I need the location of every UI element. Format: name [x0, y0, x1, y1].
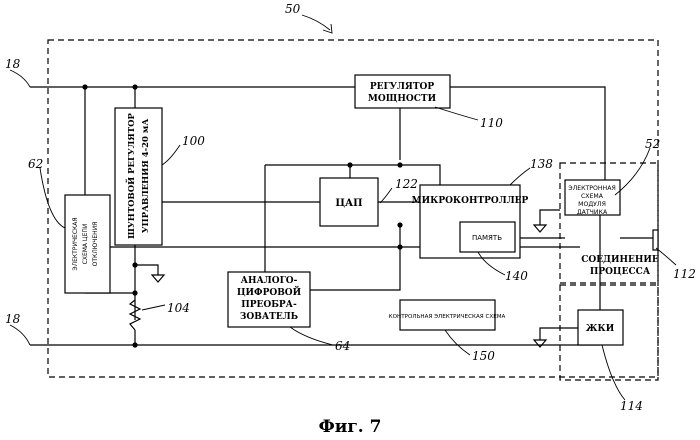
leader-50 [302, 15, 330, 30]
disconnect-label-1: ЭЛЕКТРИЧЕСКАЯ [72, 217, 79, 270]
loop-wire-bottom [10, 325, 600, 345]
shunt-regulator-label-2: УПРАВЛЕНИЯ 4-20 мА [141, 119, 151, 234]
junction [397, 162, 402, 167]
power-regulator-block: РЕГУЛЯТОР МОЩНОСТИ [355, 75, 450, 108]
junction [132, 84, 137, 89]
ground-2 [534, 225, 546, 232]
sensor-label-2: СХЕМА [581, 193, 604, 200]
power-regulator-label-2: МОЩНОСТИ [368, 94, 437, 104]
leader-112 [656, 248, 676, 265]
ref-114: 114 [620, 399, 643, 413]
ref-112: 112 [673, 267, 696, 281]
junction [397, 222, 402, 227]
junction [82, 84, 87, 89]
process-connection-label-2: ПРОЦЕССА [590, 267, 651, 277]
control-circuit-block: КОНТРОЛЬНАЯ ЭЛЕКТРИЧЕСКАЯ СХЕМА [389, 300, 506, 330]
ref-62: 62 [28, 157, 43, 171]
ref-50: 50 [285, 2, 301, 16]
sensor-label-4: ДАТЧИКА [577, 209, 608, 216]
ref-150: 150 [472, 349, 495, 363]
wire-lcd-left [540, 328, 578, 340]
microcontroller-label: МИКРОКОНТРОЛЛЕР [412, 196, 529, 206]
process-connection-label-1: СОЕДИНЕНИЕ [581, 255, 659, 265]
ref-52: 52 [645, 137, 660, 151]
junction [397, 244, 402, 249]
disconnect-circuit-block: ЭЛЕКТРИЧЕСКАЯ СХЕМА ЦЕПИ ОТКЛЮЧЕНИЯ [65, 195, 110, 293]
sensor-label-3: МОДУЛЯ [578, 201, 606, 208]
wire-ground1 [135, 265, 158, 275]
lcd-block: ЖКИ [578, 310, 623, 345]
wire-pr-right [450, 87, 605, 180]
leader-138 [510, 168, 530, 185]
ground-3 [534, 340, 546, 347]
ref-100: 100 [182, 134, 205, 148]
wire-mcu-adc [310, 225, 400, 290]
leader-62 [40, 168, 65, 228]
disconnect-label-2: СХЕМА ЦЕПИ [82, 224, 89, 265]
leader-150 [445, 330, 470, 355]
junction [132, 342, 137, 347]
wire-sensor-left [540, 210, 560, 225]
ref-122: 122 [395, 177, 418, 191]
ref-110: 110 [480, 116, 503, 130]
adc-label-4: ЗОВАТЕЛЬ [240, 312, 298, 322]
leader-64 [290, 327, 333, 345]
power-regulator-label-1: РЕГУЛЯТОР [370, 82, 435, 92]
ref-64: 64 [335, 339, 350, 353]
leader-114 [602, 345, 625, 400]
ref-18-bottom: 18 [5, 312, 21, 326]
disconnect-label-3: ОТКЛЮЧЕНИЯ [92, 222, 99, 267]
leader-122 [380, 188, 392, 203]
ref-18-top: 18 [5, 57, 21, 71]
junction [132, 290, 137, 295]
microcontroller-block: МИКРОКОНТРОЛЛЕР ПАМЯТЬ [412, 185, 529, 258]
junction [347, 162, 352, 167]
memory-block: ПАМЯТЬ [460, 222, 515, 252]
dac-label: ЦАП [335, 198, 362, 209]
control-circuit-label: КОНТРОЛЬНАЯ ЭЛЕКТРИЧЕСКАЯ СХЕМА [389, 314, 506, 320]
adc-block: АНАЛОГО- ЦИФРОВОЙ ПРЕОБРА- ЗОВАТЕЛЬ [228, 272, 310, 327]
sensor-module-block: ЭЛЕКТРОННАЯ СХЕМА МОДУЛЯ ДАТЧИКА [565, 180, 620, 216]
ref-104: 104 [167, 301, 190, 315]
ground-1 [152, 275, 164, 282]
adc-label-1: АНАЛОГО- [241, 276, 298, 286]
lcd-label: ЖКИ [586, 324, 615, 334]
leader-104 [142, 305, 165, 310]
leader-110 [435, 107, 478, 120]
shunt-regulator-block: ШУНТОВОЙ РЕГУЛЯТОР УПРАВЛЕНИЯ 4-20 мА [115, 108, 162, 245]
leader-100 [162, 145, 180, 165]
loop-wire-top [10, 70, 360, 87]
dac-block: ЦАП [320, 178, 378, 226]
ref-140: 140 [505, 269, 528, 283]
memory-label: ПАМЯТЬ [472, 234, 502, 242]
figure-caption: Фиг. 7 [319, 417, 382, 437]
junction [132, 262, 137, 267]
ref-138: 138 [530, 157, 553, 171]
process-connection-pin [653, 230, 658, 250]
adc-label-3: ПРЕОБРА- [241, 300, 297, 310]
sensor-label-1: ЭЛЕКТРОННАЯ [568, 185, 616, 192]
